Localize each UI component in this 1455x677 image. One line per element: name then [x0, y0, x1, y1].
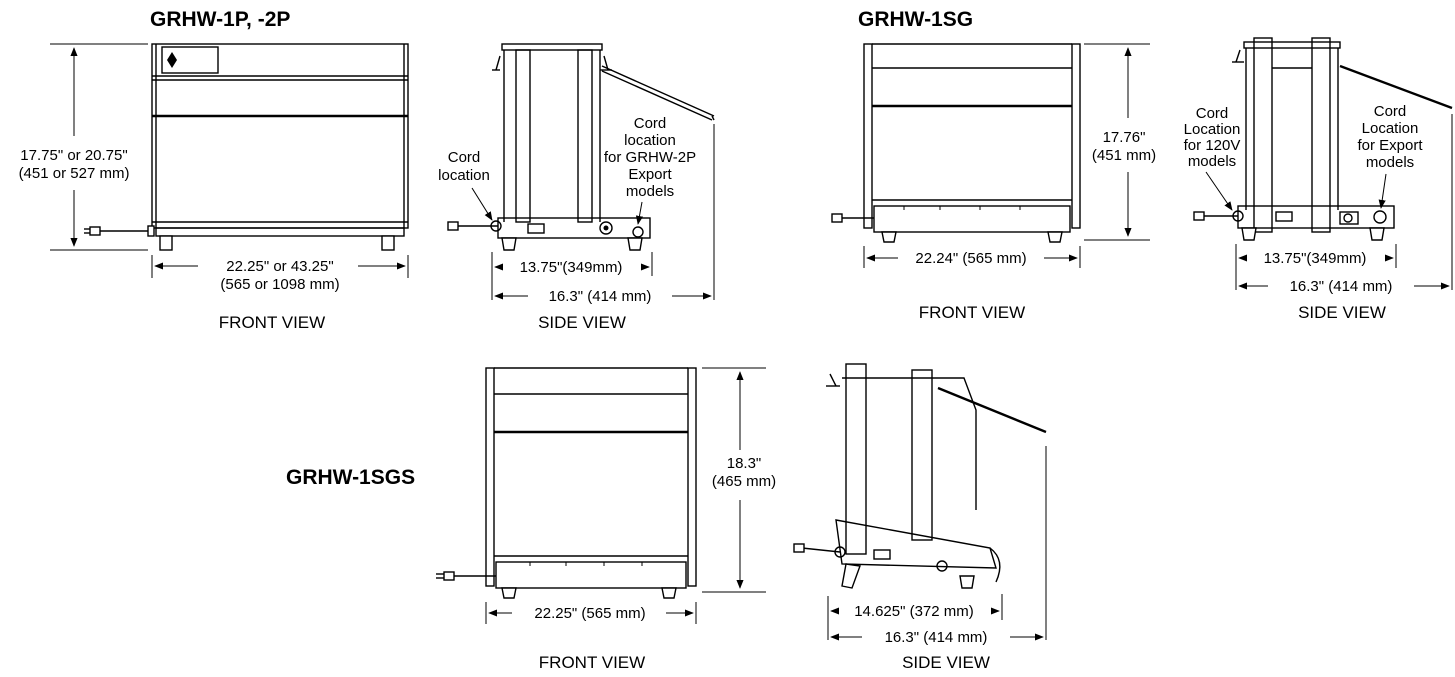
- p-cord-location-label-2: location: [438, 167, 490, 184]
- sg-export-cord-label-4: models: [1366, 154, 1414, 171]
- p-export-cord-label-2: location: [624, 132, 676, 149]
- sg-120v-cord-label-1: Cord: [1196, 105, 1229, 122]
- sg-front-view-label: FRONT VIEW: [919, 303, 1025, 322]
- p-front-view-drawing: [84, 43, 409, 251]
- p-export-cord-label-4: Export: [628, 166, 672, 183]
- sg-width-label: 22.24" (565 mm): [915, 250, 1026, 267]
- p-export-cord-label-3: for GRHW-2P: [604, 149, 696, 166]
- sg-side-view-drawing: [1193, 37, 1453, 241]
- sg-120v-cord-label-3: for 120V: [1184, 137, 1241, 154]
- sg-height-label-1: 17.76": [1103, 129, 1146, 146]
- sgs-front-view-drawing: [436, 367, 697, 599]
- p-cord-location-label-1: Cord: [448, 149, 481, 166]
- p-side-inner-dim: 13.75"(349mm): [520, 259, 623, 276]
- sg-front-view-drawing: [831, 43, 1081, 243]
- sg-export-cord-label-2: Location: [1362, 120, 1419, 137]
- sg-height-label-2: (451 mm): [1092, 147, 1156, 164]
- sgs-side-inner-dim: 14.625" (372 mm): [854, 603, 974, 620]
- sg-120v-cord-label-4: models: [1188, 153, 1236, 170]
- model-title-sgs: GRHW-1SGS: [286, 466, 415, 489]
- p-height-label-1: 17.75" or 20.75": [20, 147, 127, 164]
- model-title-sg: GRHW-1SG: [858, 8, 973, 31]
- sg-120v-cord-label-2: Location: [1184, 121, 1241, 138]
- p-export-cord-label-1: Cord: [634, 115, 667, 132]
- sg-side-view-label: SIDE VIEW: [1298, 303, 1386, 322]
- sg-side-outer-dim: 16.3" (414 mm): [1290, 278, 1393, 295]
- sgs-side-view-drawing: [793, 363, 1047, 589]
- p-side-view-label: SIDE VIEW: [538, 313, 626, 332]
- sgs-height-label-1: 18.3": [727, 455, 762, 472]
- p-export-cord-label-5: models: [626, 183, 674, 200]
- model-title-p: GRHW-1P, -2P: [150, 8, 290, 31]
- sgs-front-view-label: FRONT VIEW: [539, 653, 645, 672]
- sg-export-cord-label-3: for Export: [1357, 137, 1423, 154]
- sgs-side-view-label: SIDE VIEW: [902, 653, 990, 672]
- sg-side-inner-dim: 13.75"(349mm): [1264, 250, 1367, 267]
- p-height-label-2: (451 or 527 mm): [19, 165, 130, 182]
- sgs-side-outer-dim: 16.3" (414 mm): [885, 629, 988, 646]
- p-width-label-2: (565 or 1098 mm): [220, 276, 339, 293]
- p-side-outer-dim: 16.3" (414 mm): [549, 288, 652, 305]
- p-front-view-label: FRONT VIEW: [219, 313, 325, 332]
- sg-export-cord-label-1: Cord: [1374, 103, 1407, 120]
- p-width-label-1: 22.25" or 43.25": [226, 258, 333, 275]
- sgs-height-label-2: (465 mm): [712, 473, 776, 490]
- p-side-view-drawing: [447, 43, 715, 251]
- sgs-width-label: 22.25" (565 mm): [534, 605, 645, 622]
